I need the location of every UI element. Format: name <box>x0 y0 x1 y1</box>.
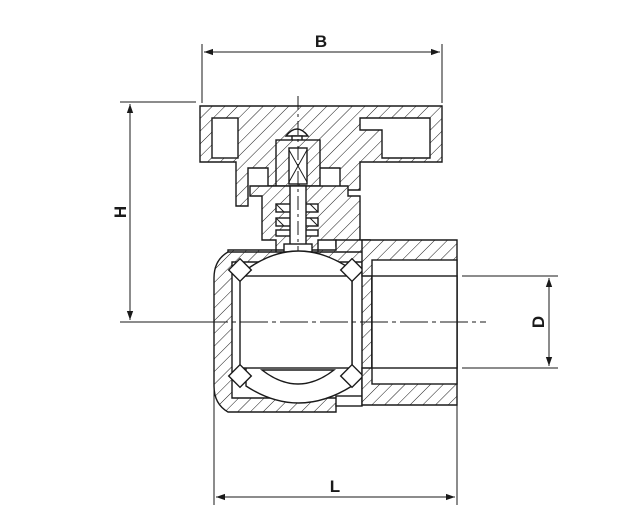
valve-body <box>213 239 373 413</box>
dimension-h-label: H <box>111 206 130 218</box>
dimension-d-label: D <box>529 316 548 328</box>
dimension-b: B <box>201 32 443 103</box>
dimension-d: D <box>462 275 558 369</box>
dimension-b-label: B <box>315 32 327 51</box>
dimension-l-label: L <box>330 477 340 496</box>
dimension-h: H <box>111 101 200 323</box>
